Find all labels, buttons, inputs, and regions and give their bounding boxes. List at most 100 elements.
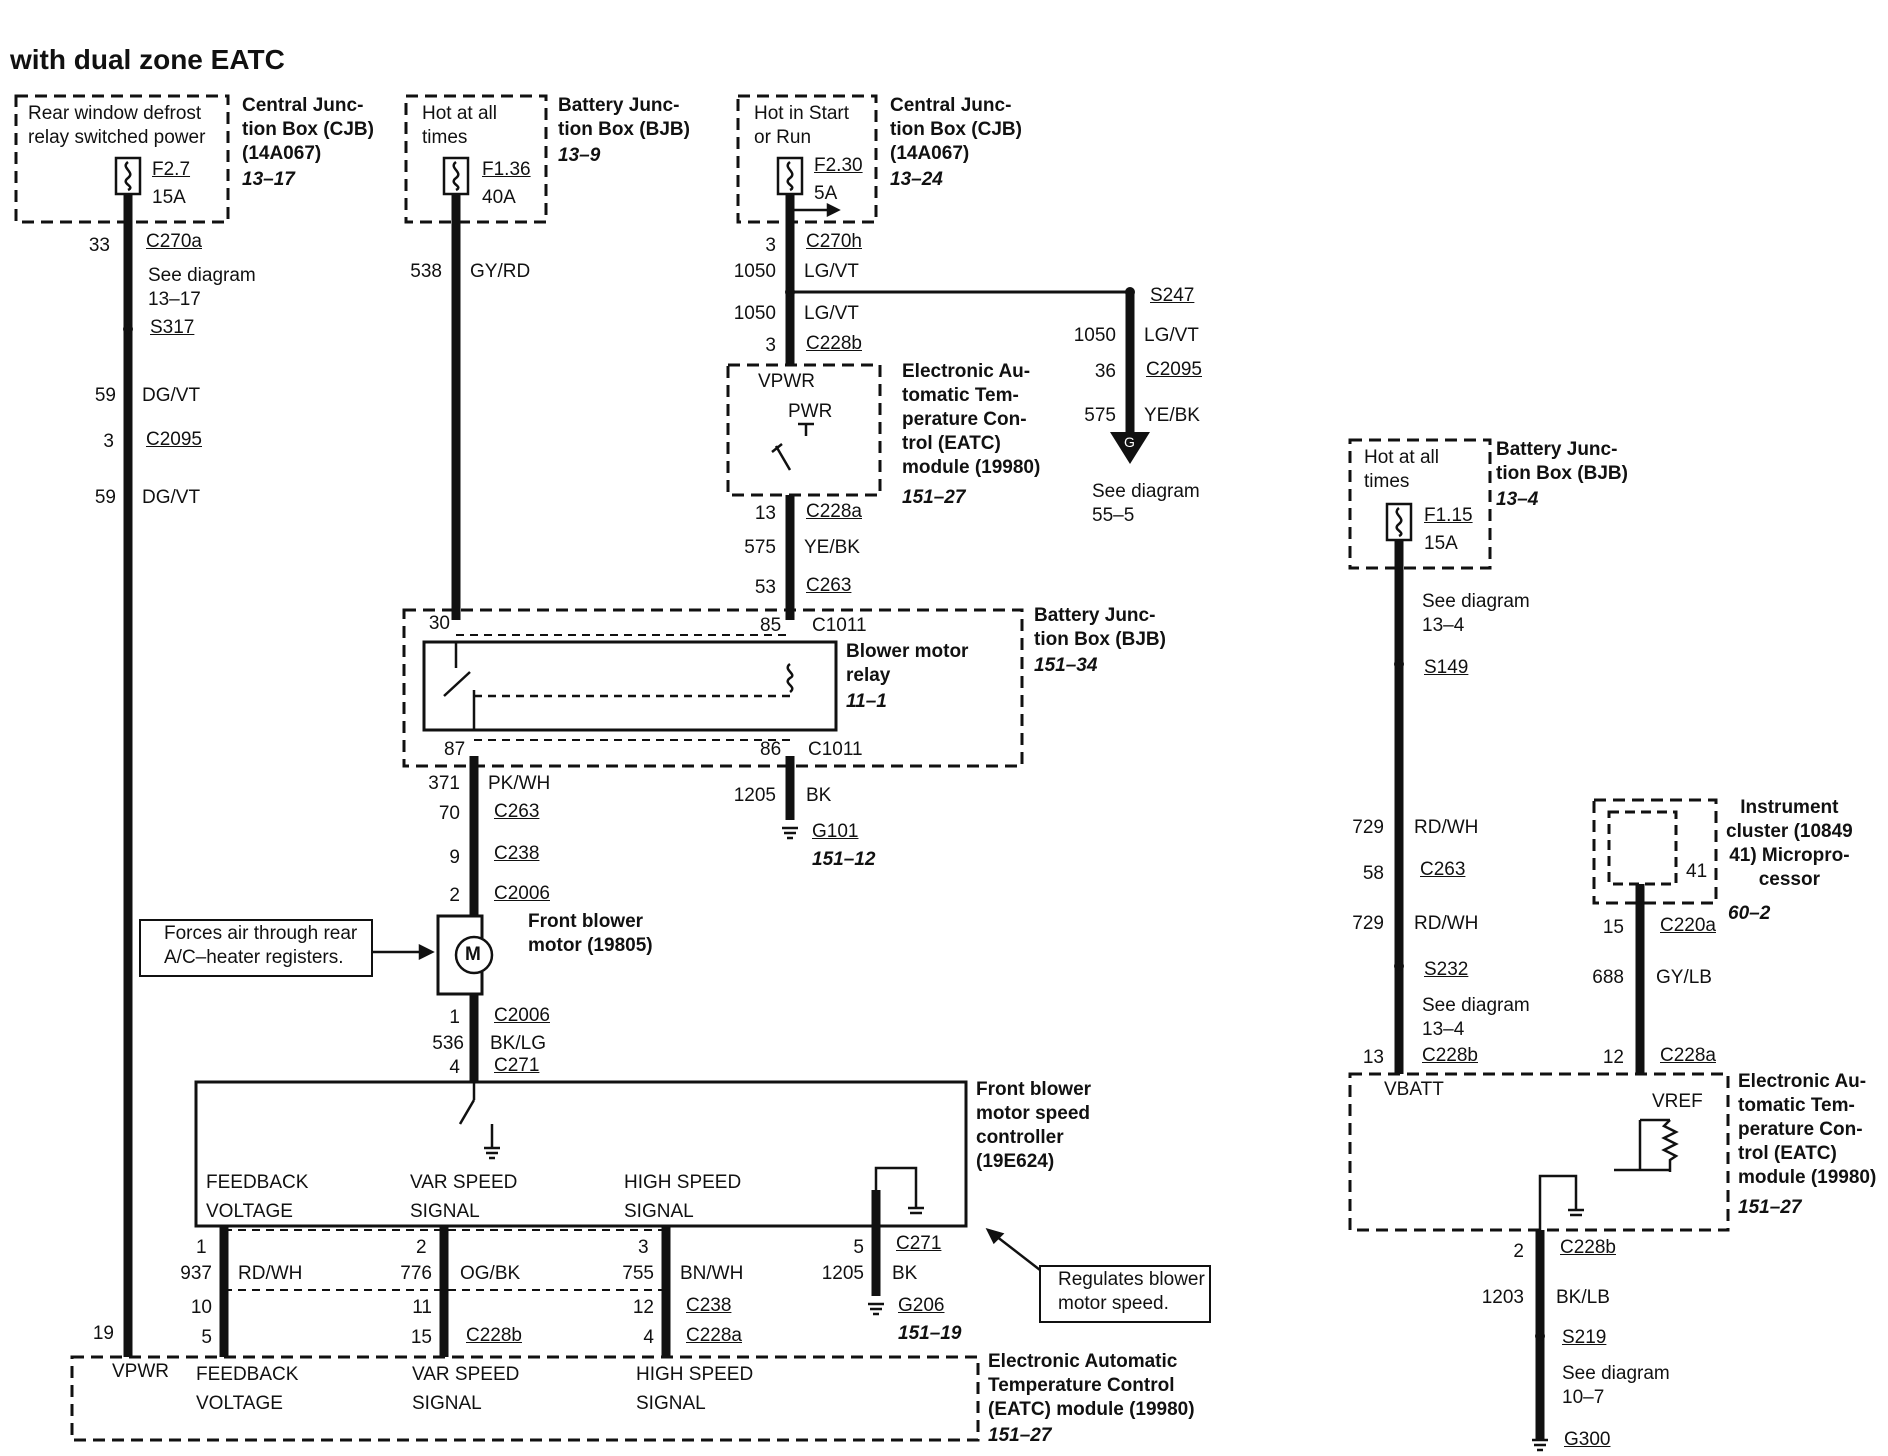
w12-see: See diagram 10–7 <box>1562 1363 1670 1408</box>
bjb-right-name: Battery Junc- tion Box (BJB) <box>1496 439 1628 484</box>
w5-pin-1: 1 <box>449 1007 460 1028</box>
fuse-f115 <box>1385 502 1413 542</box>
eatc-bottom-vpwr: VPWR <box>112 1361 169 1382</box>
w8-pin-4: 4 <box>643 1327 654 1348</box>
w3-pin-13: 13 <box>754 503 776 524</box>
w2-pin-30: 30 <box>428 613 450 634</box>
w11-688: 688 <box>1592 967 1624 988</box>
w7-776: 776 <box>400 1263 432 1284</box>
w1-pin-33: 33 <box>88 235 110 256</box>
w9-bk: BK <box>892 1263 918 1284</box>
cjb-mid-box <box>736 94 878 224</box>
ground-g101 <box>782 826 798 840</box>
w12-c228b: C228b <box>1560 1237 1616 1258</box>
w1-pin-19: 19 <box>92 1323 114 1344</box>
cluster-box <box>1592 798 1718 905</box>
eatc-right-name: Electronic Au- tomatic Tem- perature Con… <box>1738 1071 1877 1188</box>
bjb-top-name: Battery Junc- tion Box (BJB) <box>558 95 690 140</box>
controller-sig-var: VAR SPEED SIGNAL <box>410 1172 518 1222</box>
eatc-top-pwr: PWR <box>788 401 833 422</box>
w3-pin-3b: 3 <box>765 335 776 356</box>
w9-c271: C271 <box>896 1233 942 1254</box>
w3-1050a: 1050 <box>733 261 776 282</box>
w10-see-b: See diagram 13–4 <box>1422 995 1530 1040</box>
blower-note-box <box>139 919 373 977</box>
w5-pin-9: 9 <box>449 847 460 868</box>
bjb-relay-ref: 151–34 <box>1034 655 1098 676</box>
page-title: with dual zone EATC <box>10 44 285 75</box>
controller-name: Front blower motor speed controller (19E… <box>976 1079 1092 1172</box>
w12-pin-2: 2 <box>1513 1241 1524 1262</box>
fuse-f230-amps: 5A <box>814 183 838 204</box>
w5-536: 536 <box>432 1033 464 1054</box>
fuse-f136-label: F1.36 <box>482 159 531 180</box>
cluster-inner-box <box>1607 810 1678 886</box>
w1-c270a: C270a <box>146 231 202 252</box>
w3-c1011b: C1011 <box>808 739 863 760</box>
w3-yebk: YE/BK <box>804 537 860 558</box>
w5-pin-4: 4 <box>449 1057 460 1078</box>
w3-lgvt-b: LG/VT <box>804 303 859 324</box>
cjb-mid-name: Central Junc- tion Box (CJB) (14A067) <box>890 95 1022 164</box>
w12-s219: S219 <box>1562 1327 1607 1348</box>
bjb-right-ref: 13–4 <box>1496 489 1539 510</box>
w5-pin-70: 70 <box>438 803 460 824</box>
fuse-f136 <box>442 156 470 196</box>
w5-371: 371 <box>428 773 460 794</box>
eatc-right-vref: VREF <box>1652 1091 1703 1112</box>
cjb-left-inner-label: Rear window defrost relay switched power <box>28 103 206 148</box>
w10-see-a: See diagram 13–4 <box>1422 591 1530 636</box>
w5-c271: C271 <box>494 1055 540 1076</box>
w6-pin-5: 5 <box>201 1327 212 1348</box>
eatc-top-vpwr: VPWR <box>758 371 815 392</box>
w3-c263: C263 <box>806 575 852 596</box>
w5-pin-2: 2 <box>449 885 460 906</box>
bjb-top-ref: 13–9 <box>558 145 601 166</box>
w5-bklg: BK/LG <box>490 1033 546 1054</box>
fuse-f27-amps: 15A <box>152 187 186 208</box>
w11-c228a: C228a <box>1660 1045 1716 1066</box>
w4-lgvt: LG/VT <box>1144 325 1199 346</box>
w6-pin-10: 10 <box>190 1297 212 1318</box>
w3-575: 575 <box>744 537 776 558</box>
w1-c2095: C2095 <box>146 429 202 450</box>
w7-ogbk: OG/BK <box>460 1263 521 1284</box>
w2-538: 538 <box>410 261 442 282</box>
w8-c228a: C228a <box>686 1325 742 1346</box>
w10-c228b: C228b <box>1422 1045 1478 1066</box>
w9-1205: 1205 <box>821 1263 864 1284</box>
w4-s247: S247 <box>1150 285 1195 306</box>
eatc-bottom-feedback: FEEDBACK VOLTAGE <box>196 1364 299 1414</box>
w3-1050b: 1050 <box>733 303 776 324</box>
cjb-mid-inner-label: Hot in Start or Run <box>754 103 850 148</box>
w3-pin-85: 85 <box>760 615 782 636</box>
w10-729a: 729 <box>1352 817 1384 838</box>
w12-g300: G300 <box>1564 1429 1611 1450</box>
w7-pin-2: 2 <box>416 1237 427 1258</box>
w1-dgvt-a: DG/VT <box>142 385 201 406</box>
eatc-bottom-ref: 151–27 <box>988 1425 1052 1446</box>
w8-pin-12: 12 <box>632 1297 654 1318</box>
cjb-mid-ref: 13–24 <box>890 169 943 190</box>
w5-c2006b: C2006 <box>494 1005 550 1026</box>
w7-pin-11: 11 <box>412 1297 432 1318</box>
w3-c270h: C270h <box>806 231 862 252</box>
w10-c263: C263 <box>1420 859 1466 880</box>
w3-c228b: C228b <box>806 333 862 354</box>
w11-pin-12: 12 <box>1602 1047 1624 1068</box>
w1-see: See diagram 13–17 <box>148 265 256 310</box>
controller-box <box>194 1080 968 1228</box>
fuse-f230 <box>776 156 804 196</box>
fuse-f27 <box>114 156 142 196</box>
w10-rdwh-b: RD/WH <box>1414 913 1479 934</box>
w5-c238: C238 <box>494 843 540 864</box>
w5-pin-87: 87 <box>444 739 466 760</box>
eatc-bottom-high: HIGH SPEED SIGNAL <box>636 1364 754 1414</box>
w6-rdwh: RD/WH <box>238 1263 303 1284</box>
ground-g206 <box>868 1302 884 1316</box>
w3-c1011a: C1011 <box>812 615 867 636</box>
w11-pin-15: 15 <box>1602 917 1624 938</box>
w4-575: 575 <box>1084 405 1116 426</box>
w9-g206-ref: 151–19 <box>898 1323 962 1344</box>
w4-1050: 1050 <box>1073 325 1116 346</box>
